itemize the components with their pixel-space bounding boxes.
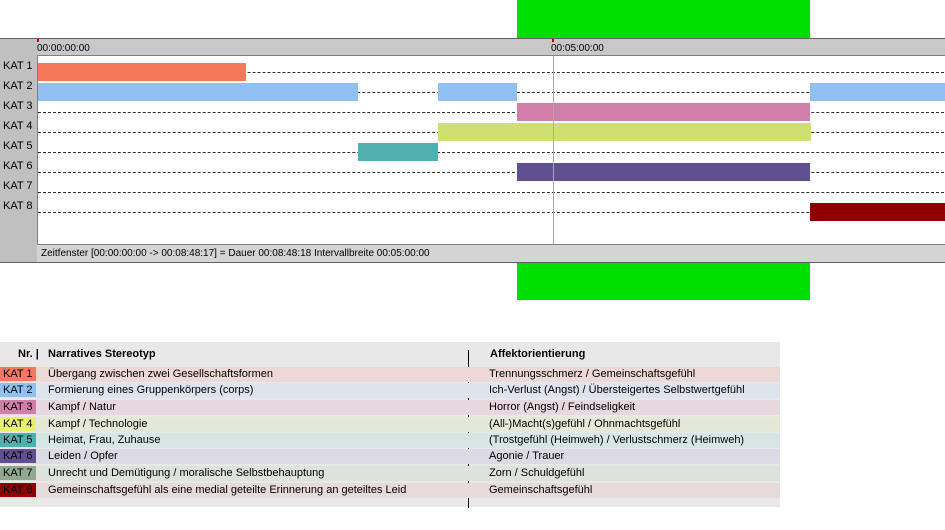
legend-code-kat2: KAT 2 bbox=[0, 383, 36, 397]
track-label-kat4: KAT 4 bbox=[3, 120, 33, 132]
row-line-7 bbox=[38, 192, 944, 193]
segment-kat4-1[interactable] bbox=[438, 123, 811, 141]
row-line-1 bbox=[38, 72, 944, 73]
row-line-6 bbox=[38, 172, 944, 173]
legend-affekt-kat4: (All-)Macht(s)gefühl / Ohnmachtsgefühl bbox=[489, 418, 681, 430]
legend-affekt-kat6: Agonie / Trauer bbox=[489, 450, 565, 462]
legend-header-affekt: Affektorientierung bbox=[490, 348, 586, 360]
segment-kat2-1[interactable] bbox=[38, 83, 358, 101]
track-label-kat2: KAT 2 bbox=[3, 80, 33, 92]
track-label-kat1: KAT 1 bbox=[3, 60, 33, 72]
legend-stereotyp-kat7: Unrecht und Demütigung / moralische Selb… bbox=[48, 467, 325, 479]
legend-code-kat7: KAT 7 bbox=[0, 466, 36, 480]
legend-row-kat4 bbox=[0, 417, 780, 432]
segment-kat2-2[interactable] bbox=[438, 83, 517, 101]
row-line-5 bbox=[38, 152, 944, 153]
legend-row-kat5 bbox=[0, 433, 780, 448]
legend-header-nr: Nr. | bbox=[18, 348, 39, 360]
legend-stereotyp-kat2: Formierung eines Gruppenkörpers (corps) bbox=[48, 384, 254, 396]
segment-kat1-1[interactable] bbox=[38, 63, 246, 81]
legend-row-kat8 bbox=[0, 483, 780, 498]
selection-highlight-top bbox=[517, 0, 810, 38]
legend-affekt-kat5: (Trostgefühl (Heimweh) / Verlustschmerz … bbox=[489, 434, 745, 446]
legend-row-kat1 bbox=[0, 367, 780, 382]
time-ruler[interactable] bbox=[37, 39, 945, 56]
legend-affekt-kat2: Ich-Verlust (Angst) / Übersteigertes Sel… bbox=[489, 384, 745, 396]
legend-code-kat1: KAT 1 bbox=[0, 367, 36, 381]
ruler-tick-label-5min: 00:05:00:00 bbox=[551, 43, 604, 54]
row-line-3 bbox=[38, 112, 944, 113]
track-label-kat7: KAT 7 bbox=[3, 180, 33, 192]
segment-kat2-3[interactable] bbox=[810, 83, 945, 101]
legend-row-kat3 bbox=[0, 400, 780, 415]
legend-code-kat8: KAT 8 bbox=[0, 483, 36, 497]
legend-affekt-kat1: Trennungsschmerz / Gemeinschaftsgefühl bbox=[489, 368, 696, 380]
status-bar: Zeitfenster [00:00:00:00 -> 00:08:48:17]… bbox=[37, 244, 945, 262]
row-line-8 bbox=[38, 212, 944, 213]
track-label-kat8: KAT 8 bbox=[3, 200, 33, 212]
legend-affekt-kat3: Horror (Angst) / Feindseligkeit bbox=[489, 401, 636, 413]
legend-stereotyp-kat4: Kampf / Technologie bbox=[48, 418, 148, 430]
legend-row-kat6 bbox=[0, 449, 780, 464]
legend-code-kat4: KAT 4 bbox=[0, 417, 36, 431]
legend-row-kat2 bbox=[0, 383, 780, 398]
legend-code-kat6: KAT 6 bbox=[0, 449, 36, 463]
track-label-kat6: KAT 6 bbox=[3, 160, 33, 172]
segment-kat8-1[interactable] bbox=[810, 203, 945, 221]
legend-code-kat3: KAT 3 bbox=[0, 400, 36, 414]
ruler-tick-label-start: 00:00:00:00 bbox=[37, 43, 90, 54]
legend-code-kat5: KAT 5 bbox=[0, 433, 36, 447]
ruler-tick-1 bbox=[552, 39, 554, 42]
legend-stereotyp-kat3: Kampf / Natur bbox=[48, 401, 116, 413]
legend-stereotyp-kat5: Heimat, Frau, Zuhause bbox=[48, 434, 161, 446]
segment-kat6-1[interactable] bbox=[517, 163, 810, 181]
segment-kat5-1[interactable] bbox=[358, 143, 438, 161]
segment-kat3-1[interactable] bbox=[517, 103, 810, 121]
track-label-kat5: KAT 5 bbox=[3, 140, 33, 152]
legend-stereotyp-kat1: Übergang zwischen zwei Gesellschaftsform… bbox=[48, 368, 273, 380]
playhead-line[interactable] bbox=[553, 56, 554, 244]
ruler-tick-0 bbox=[37, 39, 39, 42]
selection-highlight-bottom bbox=[517, 263, 810, 300]
track-label-kat3: KAT 3 bbox=[3, 100, 33, 112]
legend-header-stereotyp: Narratives Stereotyp bbox=[48, 348, 156, 360]
legend-stereotyp-kat8: Gemeinschaftsgefühl als eine medial gete… bbox=[48, 484, 407, 496]
legend-affekt-kat8: Gemeinschaftsgefühl bbox=[489, 484, 593, 496]
legend-stereotyp-kat6: Leiden / Opfer bbox=[48, 450, 118, 462]
legend-affekt-kat7: Zorn / Schuldgefühl bbox=[489, 467, 585, 479]
legend-row-kat7 bbox=[0, 466, 780, 481]
